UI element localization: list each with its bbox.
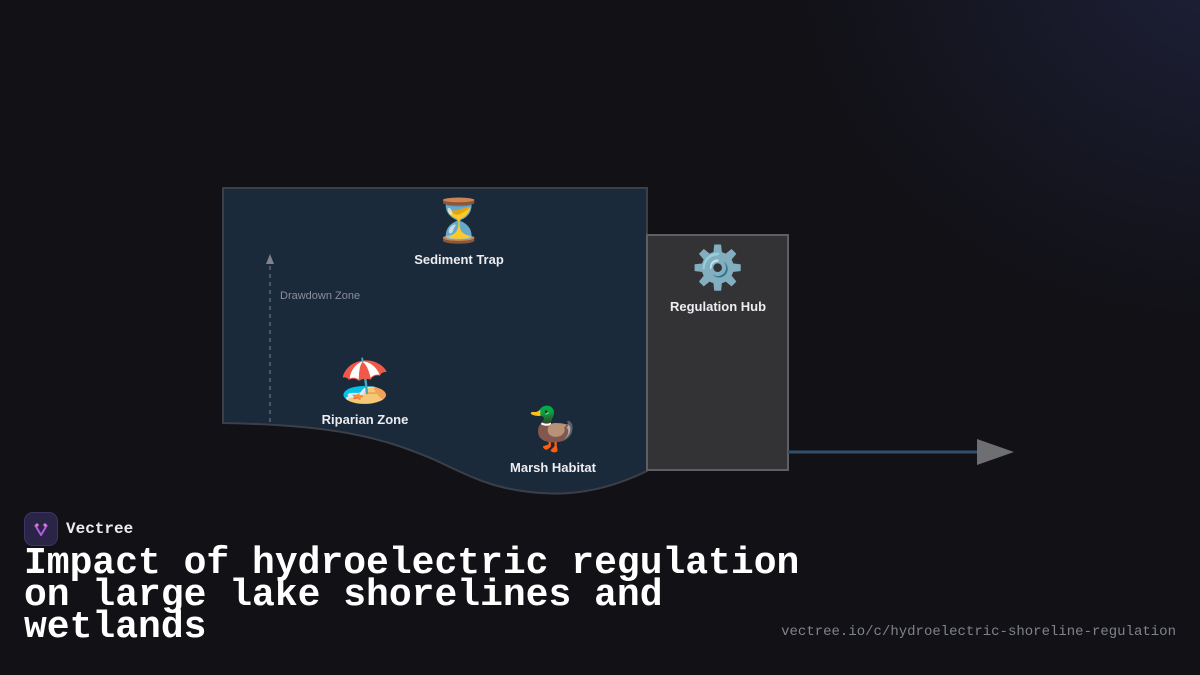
regulation-hub-label: Regulation Hub xyxy=(669,299,767,314)
lake-basin xyxy=(222,187,648,495)
vectree-logo-icon xyxy=(24,512,58,546)
sediment-trap-node: ⏳ Sediment Trap xyxy=(414,196,504,267)
drawdown-arrowhead xyxy=(266,254,274,264)
riparian-zone-node: 🏖️ Riparian Zone xyxy=(322,356,409,427)
marsh-habitat-node: 🦆 Marsh Habitat xyxy=(510,404,596,475)
brand: Vectree xyxy=(24,512,133,546)
gear-icon: ⚙️ xyxy=(691,244,745,291)
regulation-hub-node: ⚙️ Regulation Hub xyxy=(670,243,766,314)
source-url[interactable]: vectree.io/c/hydroelectric-shoreline-reg… xyxy=(781,624,1176,640)
sediment-trap-label: Sediment Trap xyxy=(414,252,504,267)
duck-icon: 🦆 xyxy=(526,405,580,452)
marsh-habitat-label: Marsh Habitat xyxy=(510,460,596,475)
regulation-hub-box xyxy=(646,234,789,471)
hourglass-icon: ⏳ xyxy=(432,197,486,244)
page-title: Impact of hydroelectric regulation on la… xyxy=(24,542,800,649)
riparian-zone-label: Riparian Zone xyxy=(321,412,409,427)
brand-name: Vectree xyxy=(66,520,134,538)
beach-umbrella-icon: 🏖️ xyxy=(338,357,392,404)
outflow-arrowhead xyxy=(977,439,1014,465)
drawdown-zone-label: Drawdown Zone xyxy=(280,290,361,302)
